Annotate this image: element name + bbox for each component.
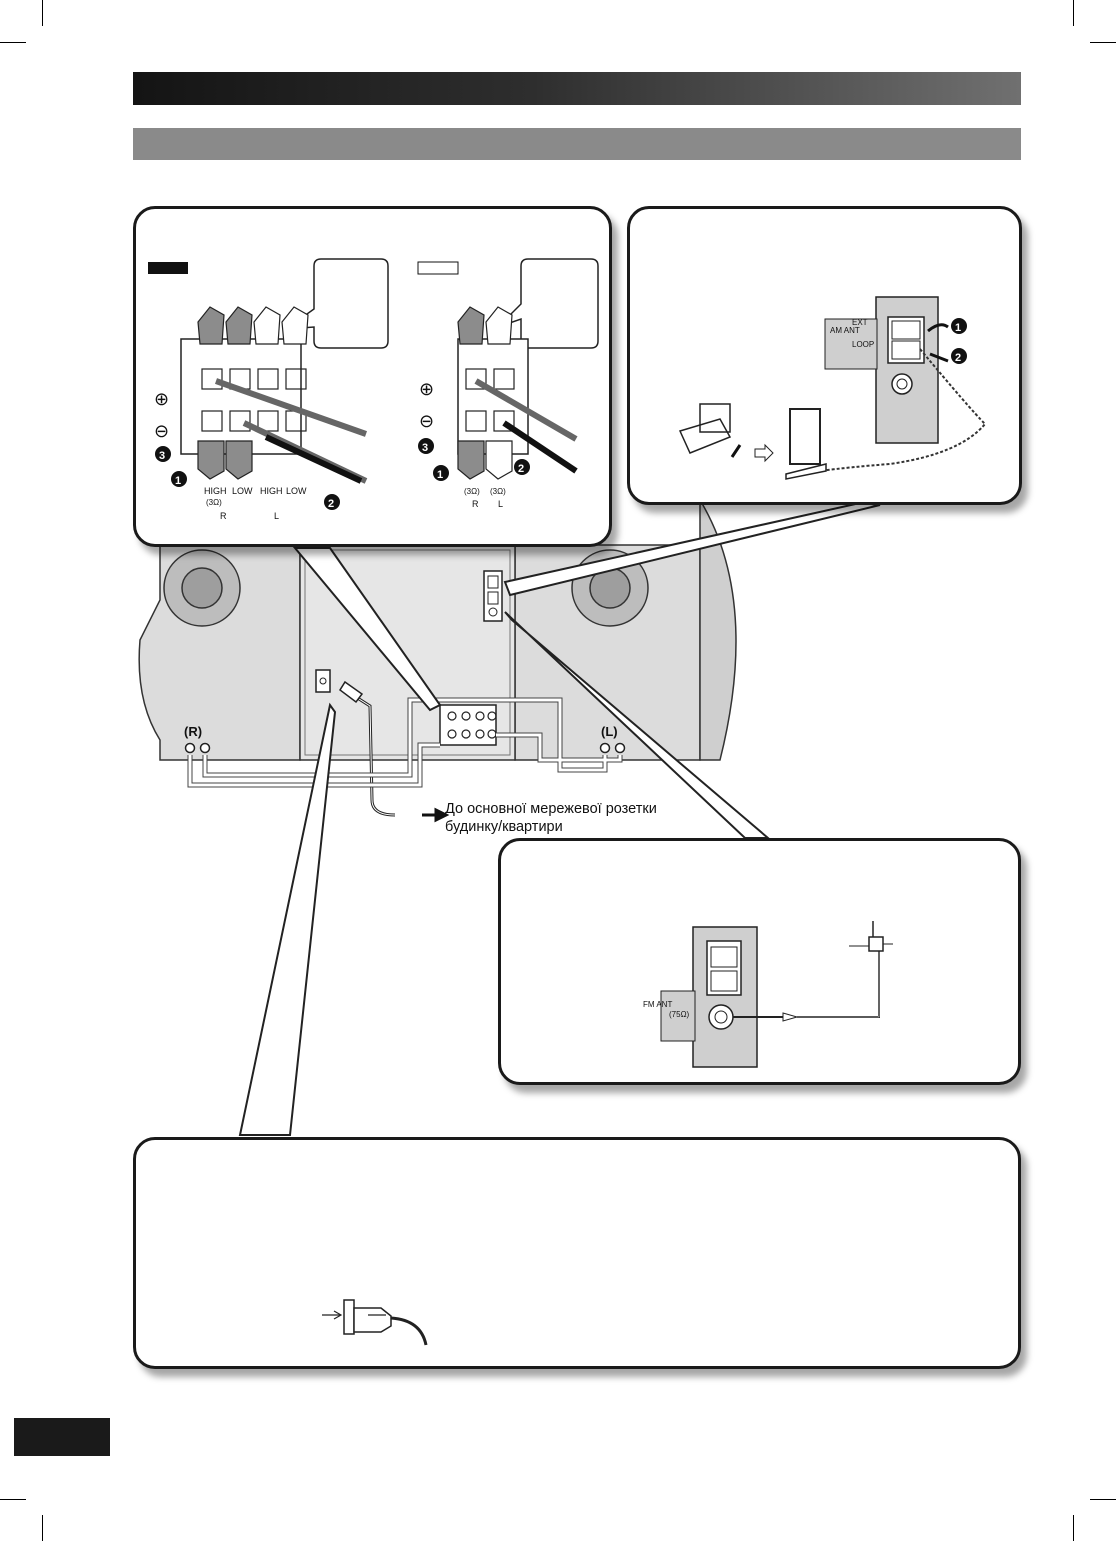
- mains-outlet-caption: До основної мережевої розетки будинку/кв…: [445, 800, 657, 836]
- arrow-right-icon: [754, 443, 774, 463]
- fm-ant-label: FM ANT: [643, 1000, 672, 1009]
- mains-caption-line-2: будинку/квартири: [445, 819, 563, 835]
- speaker-terminal-diagram: ⊕ ⊖ 3 1 2 HIGH (3Ω) LOW HIGH LOW R L: [148, 258, 599, 521]
- crop-mark: [0, 42, 26, 43]
- speaker-woofer-left: [163, 549, 241, 627]
- section-header-bar: [133, 72, 1021, 105]
- crop-mark: [1090, 1499, 1116, 1500]
- right-channel-mark-2: R: [472, 499, 479, 509]
- step-1-badge-2: 1: [437, 469, 443, 481]
- fm-antenna-panel: FM ANT (75Ω): [498, 838, 1021, 1085]
- crop-mark: [42, 0, 43, 26]
- high-terminal-label-left: HIGH: [260, 486, 283, 496]
- speaker-connection-panel: ⊕ ⊖ 3 1 2 HIGH (3Ω) LOW HIGH LOW R L: [133, 206, 612, 547]
- ac-mains-panel: [133, 1137, 1021, 1369]
- minus-polarity-icon: ⊖: [154, 421, 169, 441]
- loop-label: LOOP: [852, 340, 874, 349]
- low-terminal-label: LOW: [232, 486, 253, 496]
- fm-impedance-label: (75Ω): [669, 1010, 690, 1019]
- minus-polarity-icon-2: ⊖: [419, 411, 434, 431]
- channel-left-label: (L): [601, 724, 618, 739]
- crop-mark: [1073, 0, 1074, 26]
- plus-polarity-icon: ⊕: [154, 389, 169, 409]
- low-terminal-label-left: LOW: [286, 486, 307, 496]
- left-channel-mark-2: L: [498, 499, 503, 509]
- crop-mark: [42, 1515, 43, 1541]
- ac-plug-diagram: [322, 1299, 428, 1346]
- page-number-tab: [14, 1418, 110, 1456]
- am-antenna-panel: AM ANT EXT LOOP 1 2: [627, 206, 1022, 505]
- subsection-header-bar: [133, 128, 1021, 160]
- am-step-2-badge: 2: [955, 352, 961, 364]
- crop-mark: [0, 1499, 26, 1500]
- left-channel-mark: L: [274, 511, 279, 521]
- step-3-badge: 3: [159, 450, 165, 462]
- am-antenna-diagram: AM ANT EXT LOOP 1 2: [678, 296, 987, 480]
- crop-mark: [1073, 1515, 1074, 1541]
- fm-antenna-diagram: FM ANT (75Ω): [643, 921, 893, 1068]
- ext-label: EXT: [852, 318, 868, 327]
- step-3-badge-2: 3: [422, 442, 428, 454]
- crop-mark: [1090, 42, 1116, 43]
- channel-right-label: (R): [184, 724, 202, 739]
- high-impedance-label: (3Ω): [206, 498, 222, 507]
- arrow-right-icon: [422, 807, 450, 823]
- impedance-label-r: (3Ω): [464, 487, 480, 496]
- impedance-label-l: (3Ω): [490, 487, 506, 496]
- am-step-1-badge: 1: [955, 322, 961, 334]
- step-2-badge: 2: [328, 498, 334, 510]
- am-ant-label: AM ANT: [830, 326, 860, 335]
- mains-caption-line-1: До основної мережевої розетки: [445, 801, 657, 817]
- right-channel-mark: R: [220, 511, 227, 521]
- step-1-badge: 1: [175, 475, 181, 487]
- step-2-badge-2: 2: [518, 463, 524, 475]
- high-terminal-label: HIGH: [204, 486, 227, 496]
- plus-polarity-icon-2: ⊕: [419, 379, 434, 399]
